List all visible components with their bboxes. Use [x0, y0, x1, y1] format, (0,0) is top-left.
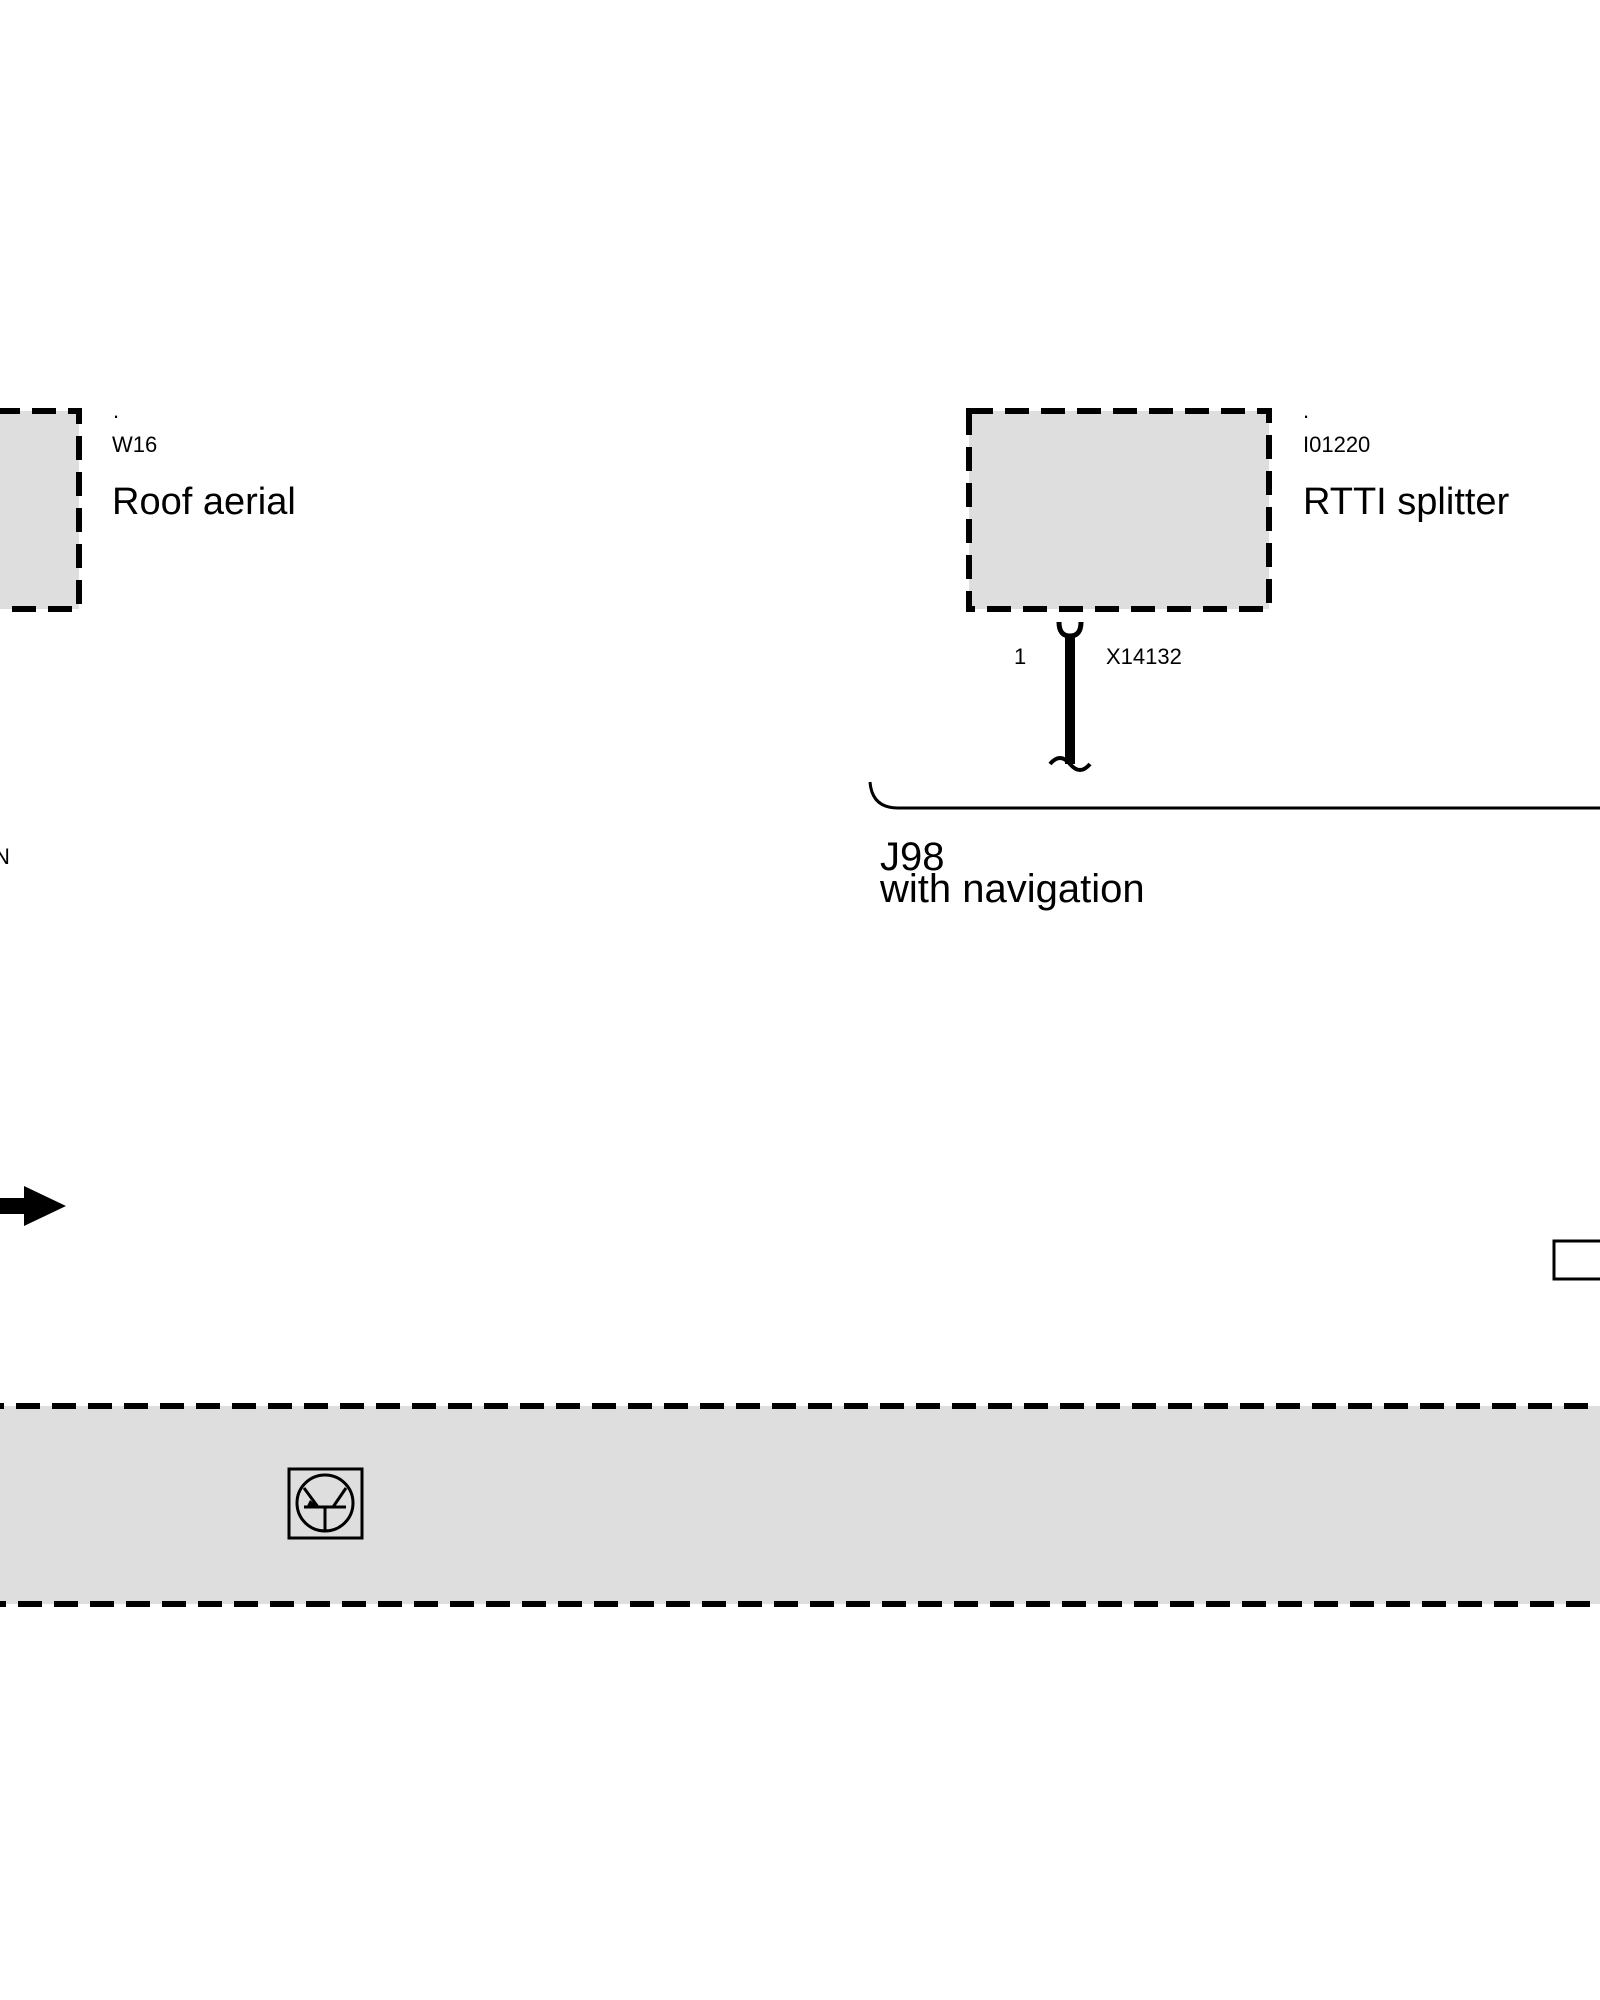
roof-aerial-name: Roof aerial [112, 481, 296, 523]
right-edge-box-fragment [1552, 1239, 1600, 1281]
roof-aerial-box [0, 408, 82, 612]
left-edge-text-fragment: N [0, 844, 10, 869]
bracket-description: with navigation [879, 867, 1145, 911]
connector-code: X14132 [1106, 644, 1182, 669]
connector-x14132: 1 X14132 [1014, 621, 1182, 772]
rtti-splitter-name: RTTI splitter [1303, 481, 1510, 523]
bracket-line [868, 781, 1600, 810]
connector-socket-icon [1056, 621, 1084, 639]
connector-pin-number: 1 [1014, 644, 1026, 669]
roof-aerial-component: . W16 Roof aerial [0, 398, 296, 612]
option-bracket-j98: J98 with navigation [868, 781, 1600, 911]
bracket-code: J98 [880, 835, 945, 879]
wire-break-icon [1048, 756, 1092, 772]
transistor-symbol-icon [287, 1467, 364, 1540]
rtti-splitter-dot: . [1303, 398, 1309, 423]
rtti-splitter-component: . I01220 RTTI splitter [966, 398, 1510, 612]
right-arrow-icon [0, 1186, 66, 1226]
rtti-splitter-box [966, 408, 1272, 612]
module-component [0, 1403, 1600, 1607]
roof-aerial-code: W16 [112, 432, 157, 457]
roof-aerial-dot: . [113, 398, 119, 423]
rtti-splitter-code: I01220 [1303, 432, 1370, 457]
module-box [0, 1403, 1600, 1607]
